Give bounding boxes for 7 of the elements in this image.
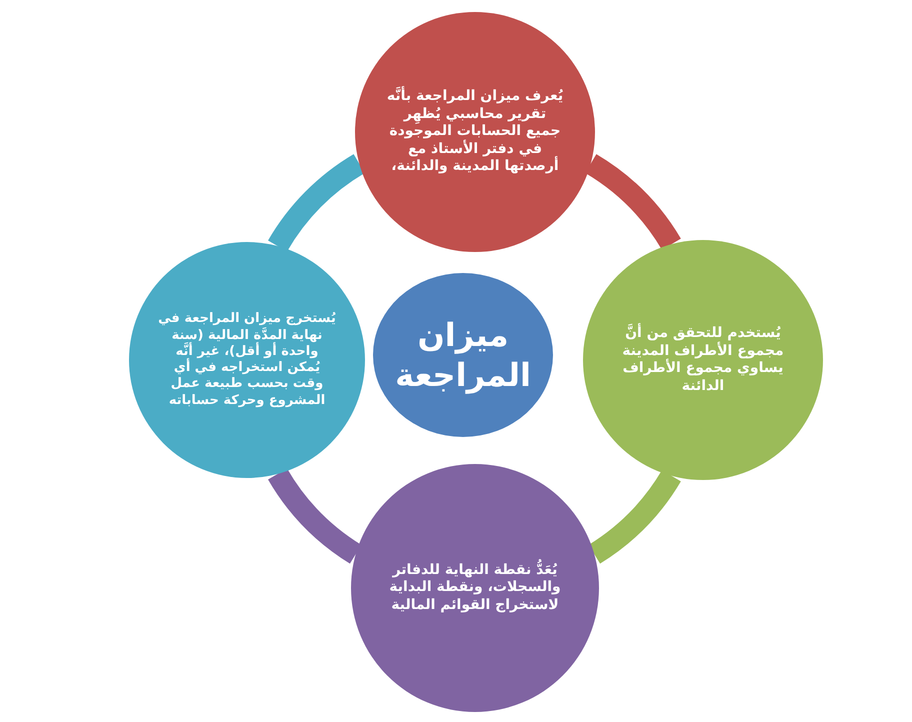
ring-arc — [584, 154, 681, 250]
node-text: يُستخدم للتحقق من أنَّ مجموع الأطراف المدينة يساوي مجموع الأطراف الدائنة — [621, 325, 785, 395]
ring-arc — [588, 470, 681, 564]
node-text: يُعرف ميزان المراجعة بأنَّه تقرير محاسبي يُظهِر جميع الحسابات الموجودة في دفتر الأستاذ مع أرصدتها المدينة والدائنة، — [386, 88, 564, 176]
node-text: يُعَدُّ نقطة النهاية للدفاتر والسجلات، ونقطة البداية لاستخراج القوائم المالية — [380, 562, 570, 614]
node-text: ميزان المراجعة — [394, 315, 532, 395]
node-text: يُستخرج ميزان المراجعة في نهاية المدَّة المالية (سنة واحدة أو أقل)، غير أنَّه يُمكن استخراجه في أي وقت بحسب طبيعة عمل المشروع وحركة حساباته — [157, 311, 337, 409]
